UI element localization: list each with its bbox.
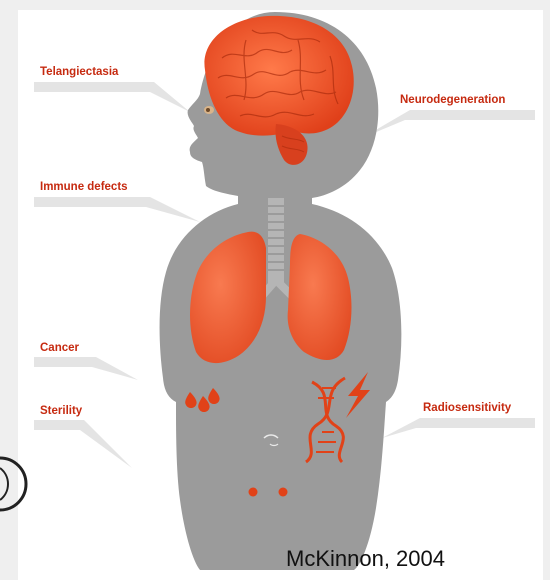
label-sterility: Sterility bbox=[40, 405, 82, 417]
leader-telangiectasia bbox=[34, 82, 190, 112]
label-neurodegeneration: Neurodegeneration bbox=[400, 94, 505, 106]
eye-pupil bbox=[206, 108, 210, 112]
label-immune-defects: Immune defects bbox=[40, 181, 128, 193]
citation-text: McKinnon, 2004 bbox=[286, 546, 445, 572]
gonad-dot-right bbox=[279, 488, 288, 497]
label-cancer: Cancer bbox=[40, 342, 79, 354]
gonad-dot-left bbox=[249, 488, 258, 497]
leader-cancer bbox=[34, 357, 138, 380]
label-telangiectasia: Telangiectasia bbox=[40, 66, 118, 78]
leader-sterility bbox=[34, 420, 132, 468]
leader-radiosensitivity bbox=[382, 418, 535, 438]
frame-top bbox=[0, 0, 550, 10]
label-radiosensitivity: Radiosensitivity bbox=[423, 402, 511, 414]
leader-immune-defects bbox=[34, 197, 200, 222]
frame-right bbox=[543, 0, 550, 580]
leader-neurodegeneration bbox=[362, 110, 535, 138]
frame-left bbox=[0, 0, 18, 580]
